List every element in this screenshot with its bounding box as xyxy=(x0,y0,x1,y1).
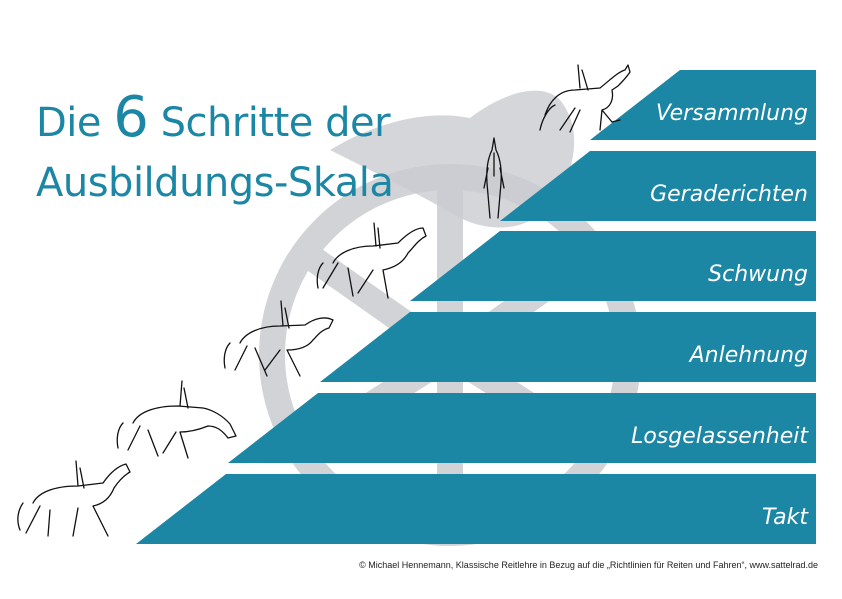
horse-trot-icon xyxy=(316,222,427,299)
horse-front-icon xyxy=(483,137,505,219)
title-suffix: Schritte der xyxy=(160,100,391,146)
horse-collected-icon xyxy=(539,64,631,133)
staircase: VersammlungGeraderichtenSchwungAnlehnung… xyxy=(136,70,816,544)
step-band-5 xyxy=(228,393,816,463)
step-label-2: Geraderichten xyxy=(650,182,808,207)
step-band-2 xyxy=(500,151,816,221)
title-prefix: Die xyxy=(36,100,102,146)
step-label-6: Takt xyxy=(762,505,809,530)
title-number: 6 xyxy=(113,85,149,150)
page-title: Die 6 Schritte der Ausbildungs-Skala xyxy=(36,88,394,213)
title-line-1: Die 6 Schritte der xyxy=(36,88,393,153)
step-band-1 xyxy=(590,70,816,140)
horse-working-trot-icon xyxy=(223,300,334,377)
step-label-3: Schwung xyxy=(708,262,808,287)
step-band-6 xyxy=(136,474,816,544)
step-label-1: Versammlung xyxy=(656,101,808,126)
horse-stretching-icon xyxy=(116,380,237,459)
step-label-5: Losgelassenheit xyxy=(631,424,809,449)
title-line-2: Ausbildungs-Skala xyxy=(36,160,394,206)
step-band-3 xyxy=(410,231,816,301)
horse-walk-icon xyxy=(17,460,131,537)
saddle-silhouette-watermark xyxy=(330,90,575,228)
copyright-footer: © Michael Hennemann, Klassische Reitlehr… xyxy=(359,560,818,570)
step-label-4: Anlehnung xyxy=(688,343,808,368)
step-band-4 xyxy=(320,312,816,382)
horse-icons xyxy=(17,64,631,537)
